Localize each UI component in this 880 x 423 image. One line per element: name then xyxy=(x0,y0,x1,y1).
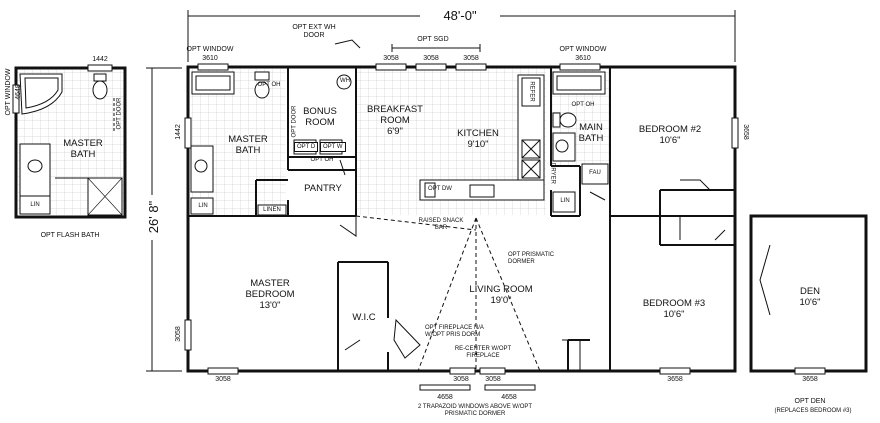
master-bath-label: MASTER BATH xyxy=(228,134,268,156)
opt-flash-bath-label: OPT FLASH BATH xyxy=(40,232,100,239)
opt-sgd-label: OPT SGD xyxy=(417,36,449,43)
window-size-top-c: 3058 xyxy=(463,55,479,62)
left-window-size-1442: 1442 xyxy=(175,124,182,140)
kitchen-size: 9'10" xyxy=(467,139,489,150)
window-size-bottom-3658: 3658 xyxy=(667,376,683,383)
overall-width: 48'-0" xyxy=(443,8,477,23)
master-bedroom-size: 13'0" xyxy=(259,300,281,311)
flash-lin-label: LIN xyxy=(30,202,40,208)
opt-prismatic-dormer-label: OPT PRISMATIC DORMER xyxy=(508,252,555,265)
re-center-label: RE-CENTER W/OPT FIREPLACE xyxy=(454,346,512,359)
window-size-4658-b: 4658 xyxy=(501,394,517,401)
flash-bath-room-label: MASTER BATH xyxy=(63,138,103,160)
trapezoid-windows-label: 2 TRAPAZOID WINDOWS ABOVE W/OPT PRISMATI… xyxy=(417,404,533,417)
pantry-label: PANTRY xyxy=(304,183,342,194)
master-bath-opt-oh: OPT OH xyxy=(257,82,281,88)
window-size-bottom-b: 3058 xyxy=(453,376,469,383)
living-room-name: LIVING ROOM xyxy=(469,284,533,295)
den-window-size: 3658 xyxy=(802,376,818,383)
opt-window-flash-label: OPT WINDOW xyxy=(5,68,12,116)
bedroom3-name: BEDROOM #3 xyxy=(642,298,706,309)
living-room-size: 19'0" xyxy=(490,295,512,306)
opt-fireplace-label: OPT FIREPLACE N/A W/OPT PRIS DORM xyxy=(425,325,484,338)
kitchen-name: KITCHEN xyxy=(457,128,499,139)
opt-w-label: OPT W xyxy=(320,142,346,152)
prismatic-dormer-lines xyxy=(355,215,541,372)
master-bedroom-label: MASTER BEDROOM 13'0" xyxy=(240,278,300,311)
opt-d-label: OPT D xyxy=(294,142,319,152)
master-bath-fixtures xyxy=(190,71,352,216)
wh-label: WH xyxy=(340,78,350,84)
den-label: DEN 10'6" xyxy=(788,286,832,308)
opt-door-flash-label: OPT DOOR xyxy=(116,97,123,130)
main-bath-opt-oh: OPT OH xyxy=(571,102,595,108)
window-size-4658-a: 4658 xyxy=(437,394,453,401)
linen-label: LINEN xyxy=(263,207,281,213)
window-size-top-a: 3058 xyxy=(383,55,399,62)
dryer-label: DRYER xyxy=(549,163,556,184)
flash-window-size: 1442 xyxy=(92,56,108,63)
hall-walls xyxy=(567,339,590,371)
opt-ext-wh-door-label: OPT EXT WH DOOR xyxy=(292,24,336,39)
breakfast-room-size: 6'9" xyxy=(387,126,403,137)
main-bath-fixtures xyxy=(552,71,609,213)
bonus-room-label: BONUS ROOM xyxy=(303,106,337,128)
den-size: 10'6" xyxy=(799,297,821,308)
opt-window-left-size: 3610 xyxy=(202,55,218,62)
fau-label: FAU xyxy=(589,170,601,176)
window-size-bottom-c: 3058 xyxy=(485,376,501,383)
right-window-size-3658: 3658 xyxy=(742,124,749,140)
bedroom2-size: 10'6" xyxy=(659,135,681,146)
overall-depth: 26' 8" xyxy=(146,200,161,234)
opt-door-bonus-label: OPT DOOR xyxy=(291,105,298,138)
main-bath-lin: LIN xyxy=(560,198,570,204)
opt-den-label: OPT DEN xyxy=(794,398,826,405)
breakfast-room-name: BREAKFAST ROOM xyxy=(367,104,423,126)
interior-walls xyxy=(188,67,735,371)
main-bath-label: MAIN BATH xyxy=(578,122,604,144)
replaces-bedroom3-label: (REPLACES BEDROOM #3) xyxy=(774,408,852,414)
master-bedroom-name: MASTER BEDROOM xyxy=(245,278,295,300)
den-name: DEN xyxy=(799,286,821,297)
bedroom3-label: BEDROOM #3 10'6" xyxy=(634,298,714,320)
flash-bath-fixtures xyxy=(19,73,123,216)
door-swings xyxy=(339,159,771,371)
opt-window-left-label: OPT WINDOW xyxy=(186,46,234,53)
window-size-bottom-a: 3058 xyxy=(215,376,231,383)
dimension-lines xyxy=(146,10,736,372)
wic-label: W.I.C xyxy=(352,312,376,323)
breakfast-room-label: BREAKFAST ROOM 6'9" xyxy=(360,104,430,137)
master-bath-lin: LIN xyxy=(198,203,208,209)
kitchen-counters xyxy=(419,74,545,201)
opt-window-right-size: 3610 xyxy=(575,55,591,62)
window-size-top-b: 3058 xyxy=(423,55,439,62)
window-marks xyxy=(12,39,826,391)
left-window-size-3058: 3058 xyxy=(175,326,182,342)
flash-bath-walls xyxy=(14,66,127,219)
kitchen-label: KITCHEN 9'10" xyxy=(448,128,508,150)
bedroom3-size: 10'6" xyxy=(663,309,685,320)
raised-snack-bar-label: RAISED SNACK BAR xyxy=(418,218,464,231)
opt-window-right-label: OPT WINDOW xyxy=(559,46,607,53)
opt-window-flash-size: 4648 xyxy=(15,84,22,100)
refer-label: REFER xyxy=(528,81,535,102)
bonus-opt-oh: OPT OH xyxy=(310,157,334,163)
opt-dw-label: OPT DW xyxy=(428,186,452,192)
bedroom2-name: BEDROOM #2 xyxy=(638,124,702,135)
living-room-label: LIVING ROOM 19'0" xyxy=(466,284,536,306)
bedroom2-label: BEDROOM #2 10'6" xyxy=(630,124,710,146)
